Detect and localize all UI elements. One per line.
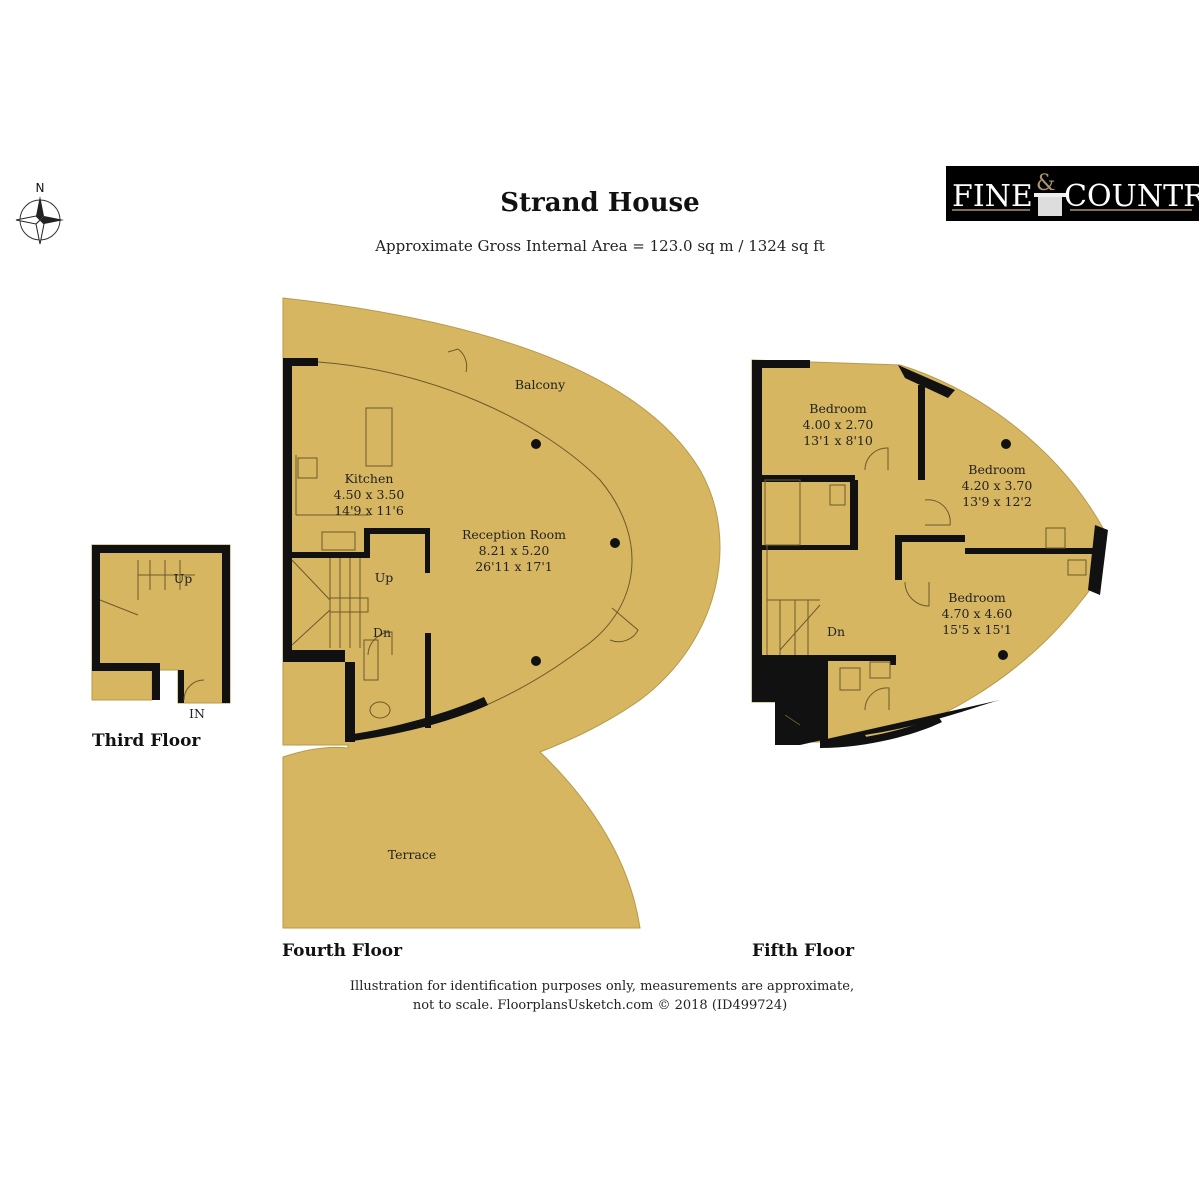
third-floor-title: Third Floor [92, 731, 201, 751]
bedroom-2-metric: 4.20 x 3.70 [962, 478, 1033, 493]
terrace-label: Terrace [388, 847, 437, 862]
fourth-floor-dn-label: Dn [373, 625, 391, 640]
svg-text:&: & [1036, 171, 1056, 196]
disclaimer-line-2: not to scale. FloorplansUsketch.com © 20… [413, 998, 787, 1013]
bedroom-1-metric: 4.00 x 2.70 [803, 417, 874, 432]
fourth-floor-plan: Balcony Kitchen 4.50 x 3.50 14'9 x 11'6 … [282, 297, 721, 929]
third-floor-plan: Up IN [91, 544, 231, 721]
svg-text:COUNTRY: COUNTRY [1064, 179, 1200, 214]
fine-country-logo: FINE & COUNTRY [946, 166, 1200, 221]
bedroom-3-label: Bedroom [948, 590, 1006, 605]
fifth-floor-title: Fifth Floor [752, 941, 855, 961]
plan-title: Strand House [500, 188, 699, 218]
balcony-label: Balcony [515, 377, 566, 392]
reception-metric: 8.21 x 5.20 [479, 543, 550, 558]
kitchen-metric: 4.50 x 3.50 [334, 487, 405, 502]
compass-rose-icon: N [15, 181, 64, 245]
bedroom-2-label: Bedroom [968, 462, 1026, 477]
svg-text:FINE: FINE [952, 179, 1033, 214]
bedroom-1-label: Bedroom [809, 401, 867, 416]
reception-imperial: 26'11 x 17'1 [475, 559, 553, 574]
kitchen-label: Kitchen [345, 471, 394, 486]
gross-area-subtitle: Approximate Gross Internal Area = 123.0 … [374, 237, 825, 255]
fourth-floor-up-label: Up [375, 570, 394, 585]
fifth-floor-plan: Bedroom 4.00 x 2.70 13'1 x 8'10 Bedroom … [751, 359, 1108, 748]
kitchen-imperial: 14'9 x 11'6 [334, 503, 404, 518]
compass-north-label: N [36, 181, 45, 195]
bedroom-2-imperial: 13'9 x 12'2 [962, 494, 1032, 509]
fifth-floor-dn-label: Dn [827, 624, 845, 639]
reception-label: Reception Room [462, 527, 566, 542]
bedroom-3-imperial: 15'5 x 15'1 [942, 622, 1012, 637]
bedroom-3-metric: 4.70 x 4.60 [942, 606, 1013, 621]
disclaimer-line-1: Illustration for identification purposes… [350, 979, 854, 994]
fourth-floor-title: Fourth Floor [282, 941, 403, 961]
bedroom-1-imperial: 13'1 x 8'10 [803, 433, 873, 448]
third-floor-up-label: Up [174, 571, 193, 586]
entrance-in-label: IN [189, 706, 205, 721]
